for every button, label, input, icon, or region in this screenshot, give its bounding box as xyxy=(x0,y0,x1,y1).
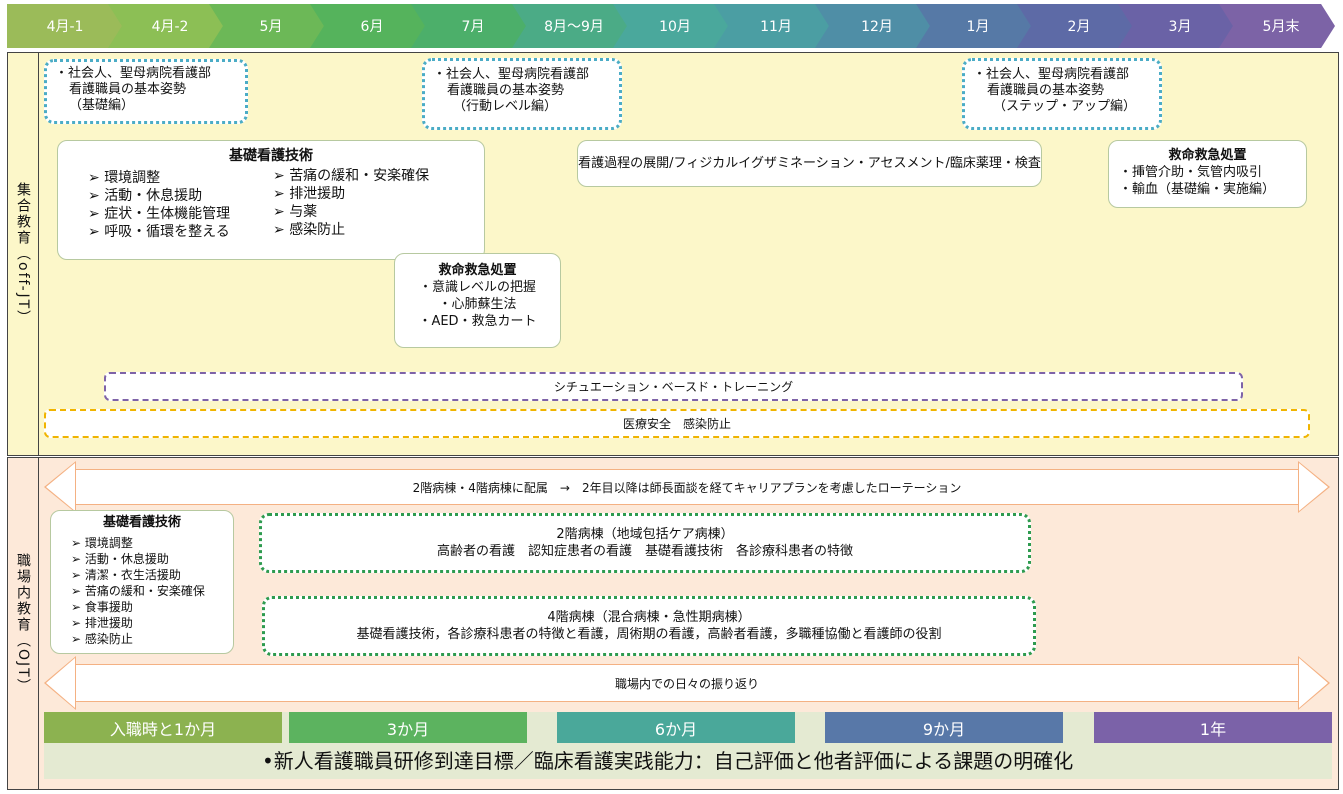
ojt-basic-skills-list: 環境調整 活動・休息援助 清潔・衣生活援助 苦痛の緩和・安楽確保 食事援助 排泄… xyxy=(59,535,225,647)
stage-9-months: 9か月 xyxy=(825,712,1063,743)
rotation-text: 2階病棟・4階病棟に配属 → 2年目以降は師長面談を経てキャリアプランを考慮した… xyxy=(412,480,962,495)
rotation-arrow: 2階病棟・4階病棟に配属 → 2年目以降は師長面談を経てキャリアプランを考慮した… xyxy=(44,461,1330,513)
timeline-month: 8月～9月 xyxy=(512,4,628,48)
timeline-month: 7月 xyxy=(411,4,527,48)
basic-skills-col2: 苦痛の緩和・安楽確保 排泄援助 与薬 感染防止 xyxy=(273,167,429,241)
emergency-card-2: 救命救急処置 ・挿管介助・気管内吸引 ・輸血（基礎編・実施編） xyxy=(1108,140,1307,208)
attitude-basic-line3: （基礎編） xyxy=(69,98,135,113)
attitude-step-line3: （ステップ・アップ編） xyxy=(993,99,1137,114)
basic-skills-title: 基礎看護技術 xyxy=(229,148,313,164)
timeline-month: 4月-1 xyxy=(7,4,123,48)
basic-skill-item: 排泄援助 xyxy=(273,185,429,203)
reflection-text: 職場内での日々の振り返り xyxy=(614,676,759,691)
ojt-skill-item: 清潔・衣生活援助 xyxy=(71,567,225,583)
emergency-1-item: ・AED・救急カート xyxy=(418,314,537,329)
stage-entry: 入職時と1か月 xyxy=(44,712,282,743)
basic-skill-item: 症状・生体機能管理 xyxy=(88,205,273,223)
ojt-basic-skills-card: 基礎看護技術 環境調整 活動・休息援助 清潔・衣生活援助 苦痛の緩和・安楽確保 … xyxy=(50,510,234,654)
timeline-month: 2月 xyxy=(1017,4,1133,48)
ward2-title: 2階病棟（地域包括ケア病棟） xyxy=(556,527,734,542)
basic-skills-card: 基礎看護技術 環境調整 活動・休息援助 症状・生体機能管理 呼吸・循環を整える … xyxy=(57,140,485,260)
ward4-card: 4階病棟（混合病棟・急性期病棟） 基礎看護技術，各診療科患者の特徴と看護，周術期… xyxy=(262,596,1036,656)
attitude-step-card: ・社会人、聖母病院看護部 看護職員の基本姿勢 （ステップ・アップ編） xyxy=(962,58,1162,130)
timeline-month: 11月 xyxy=(714,4,830,48)
attitude-basic-line2: 看護職員の基本姿勢 xyxy=(69,82,187,97)
stage-6-months: 6か月 xyxy=(557,712,795,743)
ward4-detail: 基礎看護技術，各診療科患者の特徴と看護，周術期の看護，高齢者看護，多職種協働と看… xyxy=(356,627,942,642)
emergency-card-1: 救命救急処置 ・意識レベルの把握 ・心肺蘇生法 ・AED・救急カート xyxy=(394,253,561,348)
attitude-basic-card: ・社会人、聖母病院看護部 看護職員の基本姿勢 （基礎編） xyxy=(44,59,248,124)
emergency-2-title: 救命救急処置 xyxy=(1168,148,1247,163)
timeline-month: 10月 xyxy=(613,4,729,48)
attitude-action-line2: 看護職員の基本姿勢 xyxy=(447,83,565,98)
emergency-2-item: ・挿管介助・気管内吸引 xyxy=(1119,165,1263,180)
ojt-skill-item: 感染防止 xyxy=(71,631,225,647)
ward2-detail: 高齢者の看護 認知症患者の看護 基礎看護技術 各診療科患者の特徴 xyxy=(436,544,853,559)
emergency-1-title: 救命救急処置 xyxy=(438,263,517,278)
timeline-month: 5月末 xyxy=(1219,4,1335,48)
ojt-skill-item: 活動・休息援助 xyxy=(71,551,225,567)
emergency-2-item: ・輸血（基礎編・実施編） xyxy=(1119,182,1276,197)
ojt-skill-item: 環境調整 xyxy=(71,535,225,551)
timeline-month: 6月 xyxy=(310,4,426,48)
basic-skill-item: 呼吸・循環を整える xyxy=(88,223,273,241)
basic-skill-item: 感染防止 xyxy=(273,221,429,239)
basic-skill-item: 活動・休息援助 xyxy=(88,187,273,205)
timeline-month: 4月-2 xyxy=(108,4,224,48)
attitude-action-line1: ・社会人、聖母病院看護部 xyxy=(433,67,590,82)
basic-skill-item: 苦痛の緩和・安楽確保 xyxy=(273,167,429,185)
attitude-action-line3: （行動レベル編） xyxy=(453,99,558,114)
timeline-month: 5月 xyxy=(209,4,325,48)
emergency-1-item: ・心肺蘇生法 xyxy=(438,297,517,312)
goal-text: •新人看護職員研修到達目標／臨床看護実践能力：自己評価と他者評価による課題の明確… xyxy=(262,749,1074,773)
emergency-1-item: ・意識レベルの把握 xyxy=(418,280,536,295)
attitude-action-card: ・社会人、聖母病院看護部 看護職員の基本姿勢 （行動レベル編） xyxy=(422,58,622,130)
stage-3-months: 3か月 xyxy=(289,712,527,743)
ojt-skill-item: 食事援助 xyxy=(71,599,225,615)
stage-1-year: 1年 xyxy=(1094,712,1332,743)
offjt-label: 集合教育（off-JT） xyxy=(7,52,39,456)
attitude-step-line1: ・社会人、聖母病院看護部 xyxy=(973,67,1130,82)
basic-skill-item: 環境調整 xyxy=(88,169,273,187)
reflection-arrow: 職場内での日々の振り返り xyxy=(44,656,1330,710)
timeline-month: 3月 xyxy=(1118,4,1234,48)
nursing-process-card: 看護過程の展開/フィジカルイグザミネーション・アセスメント/臨床薬理・検査 xyxy=(577,140,1042,187)
timeline-month: 12月 xyxy=(815,4,931,48)
attitude-step-line2: 看護職員の基本姿勢 xyxy=(987,83,1105,98)
attitude-basic-line1: ・社会人、聖母病院看護部 xyxy=(55,66,212,81)
ward2-card: 2階病棟（地域包括ケア病棟） 高齢者の看護 認知症患者の看護 基礎看護技術 各診… xyxy=(259,513,1031,573)
basic-skills-col1: 環境調整 活動・休息援助 症状・生体機能管理 呼吸・循環を整える xyxy=(68,169,273,241)
ojt-skill-item: 排泄援助 xyxy=(71,615,225,631)
ojt-label: 職場内教育（OJT） xyxy=(7,457,39,790)
safety-bar: 医療安全 感染防止 xyxy=(44,409,1310,438)
situation-training-bar: シチュエーション・ベースド・トレーニング xyxy=(104,372,1243,401)
basic-skill-item: 与薬 xyxy=(273,203,429,221)
ojt-basic-skills-title: 基礎看護技術 xyxy=(102,515,181,530)
timeline-month: 1月 xyxy=(916,4,1032,48)
ward4-title: 4階病棟（混合病棟・急性期病棟） xyxy=(547,610,751,625)
ojt-skill-item: 苦痛の緩和・安楽確保 xyxy=(71,583,225,599)
